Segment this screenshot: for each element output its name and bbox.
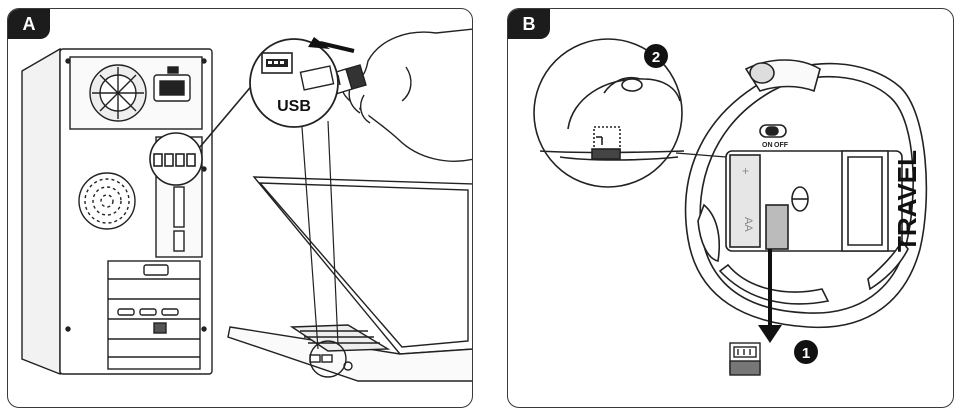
pc-tower: [21, 47, 213, 376]
mouse-side-zoom: [533, 38, 727, 188]
panel-b-insert-receiver: 2 1 ON OFF + AA TRAVEL B: [507, 8, 954, 408]
step-1-badge: [794, 340, 818, 364]
panel-b-tag: B: [508, 9, 550, 39]
arrow-down-icon: [758, 249, 782, 343]
switch-off-label: OFF: [774, 142, 789, 149]
step-2-label: 2: [652, 49, 660, 66]
panel-a-connect-receiver: USB A: [7, 8, 473, 408]
mouse-underside-illustration: 2 1 ON OFF + AA TRAVEL: [533, 38, 928, 376]
step-1-label: 1: [802, 345, 810, 362]
pc-usb-ports-zoom: [149, 82, 255, 186]
laptop: [227, 176, 472, 382]
pc-laptop-illustration: USB: [21, 28, 472, 382]
step-2-badge: [644, 44, 668, 68]
mouse-body: [684, 59, 928, 329]
battery-plus-label: +: [742, 164, 749, 178]
usb-port-zoom: USB: [249, 37, 355, 350]
battery-aa-label: AA: [742, 217, 754, 232]
usb-receiver: [729, 342, 761, 376]
usb-label: USB: [277, 98, 311, 115]
panel-a-tag: A: [8, 9, 50, 39]
switch-on-label: ON: [762, 142, 773, 149]
brand-travel-text: TRAVEL: [892, 150, 922, 252]
